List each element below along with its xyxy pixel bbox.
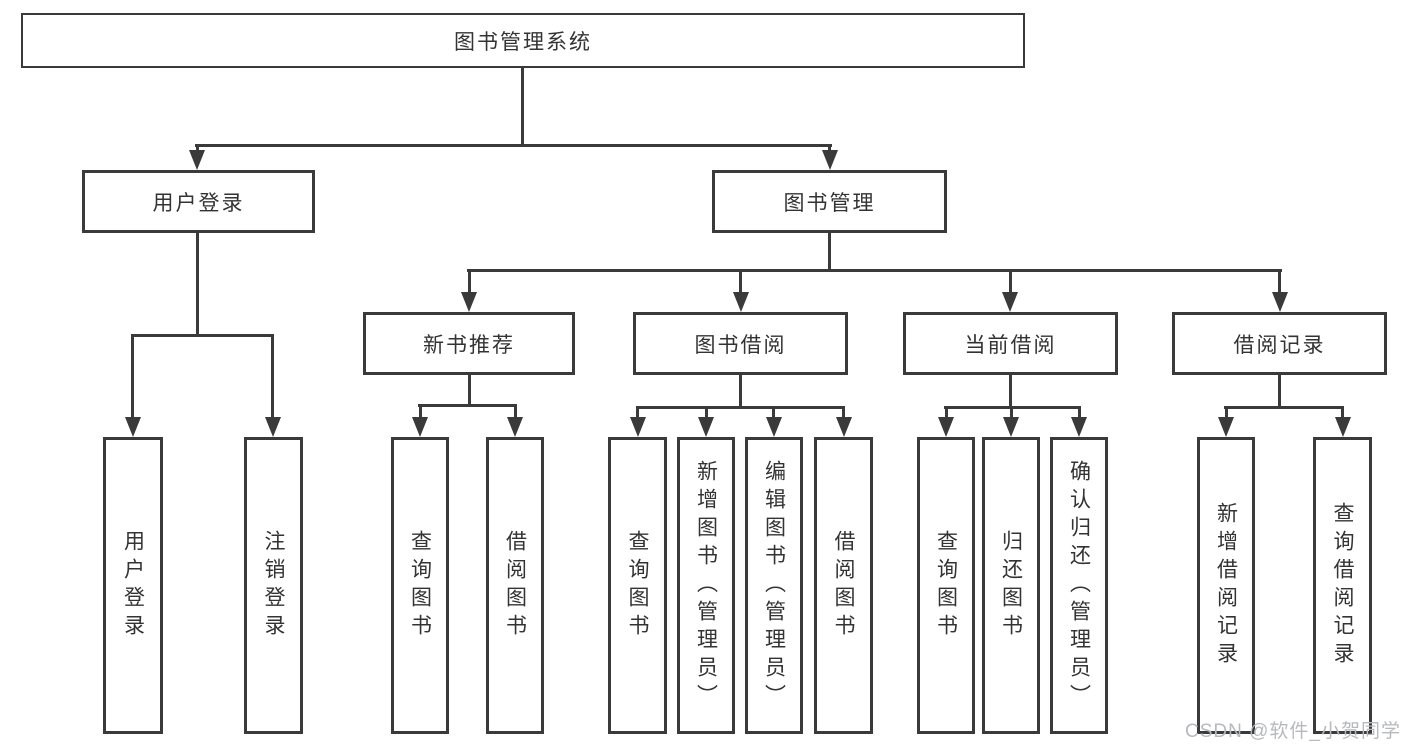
node-leaf-user-login: 用户登录 bbox=[103, 437, 163, 734]
edge-bookborrow-stub-2 bbox=[705, 406, 708, 420]
node-library-system: 图书管理系统 bbox=[21, 13, 1025, 68]
edge-records-stub-2 bbox=[1341, 406, 1344, 420]
node-leaf-logout: 注销登录 bbox=[244, 437, 303, 734]
edge-newbook-stub-2 bbox=[514, 404, 517, 420]
node-leaf-add-books-admin: 新增图书（管理员） bbox=[677, 437, 735, 734]
node-leaf-borrow-books-recommend-label: 借阅图书 bbox=[503, 529, 527, 642]
arrowhead-currentborrow-leaf-1 bbox=[938, 417, 954, 437]
edge-newbook-stub-1 bbox=[419, 404, 422, 420]
node-leaf-query-books-borrow: 查询图书 bbox=[608, 437, 667, 734]
edge-records-hbar bbox=[1224, 406, 1344, 409]
arrowhead-new-book-recommend bbox=[461, 292, 477, 312]
node-new-book-recommend: 新书推荐 bbox=[363, 312, 575, 375]
edge-bookborrow-stub-1 bbox=[636, 406, 639, 420]
edge-newbook-stem bbox=[468, 375, 471, 407]
arrowhead-newbook-leaf-1 bbox=[412, 417, 428, 437]
edge-userlogin-stem bbox=[196, 233, 199, 337]
node-leaf-query-books-current: 查询图书 bbox=[917, 437, 975, 734]
node-leaf-query-books-borrow-label: 查询图书 bbox=[626, 529, 649, 642]
arrowhead-currentborrow-leaf-2 bbox=[1003, 417, 1019, 437]
node-library-system-label: 图书管理系统 bbox=[454, 30, 592, 54]
edge-userlogin-stub-left bbox=[131, 334, 134, 420]
edge-currentborrow-stub-1 bbox=[945, 406, 948, 420]
edge-root-stub-right bbox=[828, 144, 831, 154]
arrowhead-borrow-records bbox=[1272, 292, 1288, 312]
node-book-borrow-label: 图书借阅 bbox=[694, 333, 787, 357]
edge-bookborrow-hbar bbox=[636, 406, 845, 409]
edge-root-hbar bbox=[195, 144, 832, 147]
node-book-borrow: 图书借阅 bbox=[633, 312, 848, 375]
edge-currentborrow-stem bbox=[1009, 375, 1012, 409]
node-leaf-edit-books-admin-label: 编辑图书（管理员） bbox=[762, 459, 786, 712]
edge-newbook-hbar bbox=[418, 404, 517, 407]
node-leaf-borrow-books-recommend: 借阅图书 bbox=[486, 437, 544, 734]
edge-bookmgmt-stub-2 bbox=[739, 269, 742, 294]
arrowhead-book-management bbox=[822, 150, 838, 170]
node-leaf-borrow-books-label: 借阅图书 bbox=[832, 529, 855, 642]
node-leaf-query-books-current-label: 查询图书 bbox=[934, 529, 958, 642]
node-leaf-add-borrow-record-label: 新增借阅记录 bbox=[1214, 501, 1238, 670]
arrowhead-currentborrow-leaf-3 bbox=[1071, 417, 1087, 437]
edge-userlogin-stub-right bbox=[271, 334, 274, 420]
edge-bookmgmt-stub-3 bbox=[1009, 269, 1012, 294]
edge-root-stub-left bbox=[196, 144, 199, 154]
node-current-borrow-label: 当前借阅 bbox=[964, 333, 1057, 357]
edge-currentborrow-stub-3 bbox=[1078, 406, 1081, 420]
edge-bookmgmt-stem bbox=[828, 233, 831, 272]
edge-records-stub-1 bbox=[1225, 406, 1228, 420]
node-leaf-confirm-return-admin-label: 确认归还（管理员） bbox=[1067, 459, 1091, 712]
node-user-login: 用户登录 bbox=[82, 170, 315, 233]
edge-bookmgmt-stub-4 bbox=[1278, 269, 1281, 294]
arrowhead-leaf-user-login bbox=[125, 417, 141, 437]
arrowhead-current-borrow bbox=[1002, 292, 1018, 312]
node-leaf-return-books-label: 归还图书 bbox=[999, 529, 1023, 642]
arrowhead-book-borrow bbox=[733, 292, 749, 312]
node-leaf-confirm-return-admin: 确认归还（管理员） bbox=[1050, 437, 1108, 734]
node-leaf-logout-label: 注销登录 bbox=[262, 529, 285, 642]
edge-bookmgmt-hbar bbox=[467, 269, 1282, 272]
arrowhead-records-leaf-1 bbox=[1218, 417, 1234, 437]
edge-bookborrow-stub-3 bbox=[772, 406, 775, 420]
node-leaf-add-borrow-record: 新增借阅记录 bbox=[1197, 437, 1255, 734]
node-leaf-user-login-label: 用户登录 bbox=[121, 529, 145, 642]
node-book-management: 图书管理 bbox=[712, 170, 947, 233]
node-leaf-query-books-recommend: 查询图书 bbox=[391, 437, 449, 734]
node-leaf-borrow-books: 借阅图书 bbox=[814, 437, 873, 734]
node-new-book-recommend-label: 新书推荐 bbox=[423, 333, 515, 357]
edge-root-stem bbox=[521, 66, 524, 146]
node-book-management-label: 图书管理 bbox=[783, 191, 876, 215]
node-leaf-query-borrow-record: 查询借阅记录 bbox=[1313, 437, 1372, 734]
node-borrow-records: 借阅记录 bbox=[1172, 312, 1387, 375]
node-leaf-query-books-recommend-label: 查询图书 bbox=[408, 529, 432, 642]
edge-records-stem bbox=[1278, 375, 1281, 409]
csdn-watermark: CSDN @软件_小贺同学 bbox=[1185, 721, 1401, 742]
edge-bookmgmt-stub-1 bbox=[468, 269, 471, 294]
arrowhead-leaf-logout bbox=[265, 417, 281, 437]
edge-bookborrow-stub-4 bbox=[842, 406, 845, 420]
edge-currentborrow-stub-2 bbox=[1010, 406, 1013, 420]
node-leaf-return-books: 归还图书 bbox=[982, 437, 1040, 734]
arrowhead-bookborrow-leaf-4 bbox=[836, 417, 852, 437]
arrowhead-user-login bbox=[189, 150, 205, 170]
arrowhead-newbook-leaf-2 bbox=[507, 417, 523, 437]
node-borrow-records-label: 借阅记录 bbox=[1233, 333, 1326, 357]
edge-userlogin-hbar bbox=[131, 334, 274, 337]
arrowhead-bookborrow-leaf-3 bbox=[766, 417, 782, 437]
arrowhead-bookborrow-leaf-1 bbox=[630, 417, 646, 437]
node-current-borrow: 当前借阅 bbox=[903, 312, 1118, 375]
edge-bookborrow-stem bbox=[739, 375, 742, 409]
node-leaf-add-books-admin-label: 新增图书（管理员） bbox=[694, 459, 718, 712]
arrowhead-bookborrow-leaf-2 bbox=[698, 417, 714, 437]
node-user-login-label: 用户登录 bbox=[152, 191, 245, 215]
arrowhead-records-leaf-2 bbox=[1335, 417, 1351, 437]
node-leaf-query-borrow-record-label: 查询借阅记录 bbox=[1331, 501, 1354, 670]
node-leaf-edit-books-admin: 编辑图书（管理员） bbox=[745, 437, 803, 734]
